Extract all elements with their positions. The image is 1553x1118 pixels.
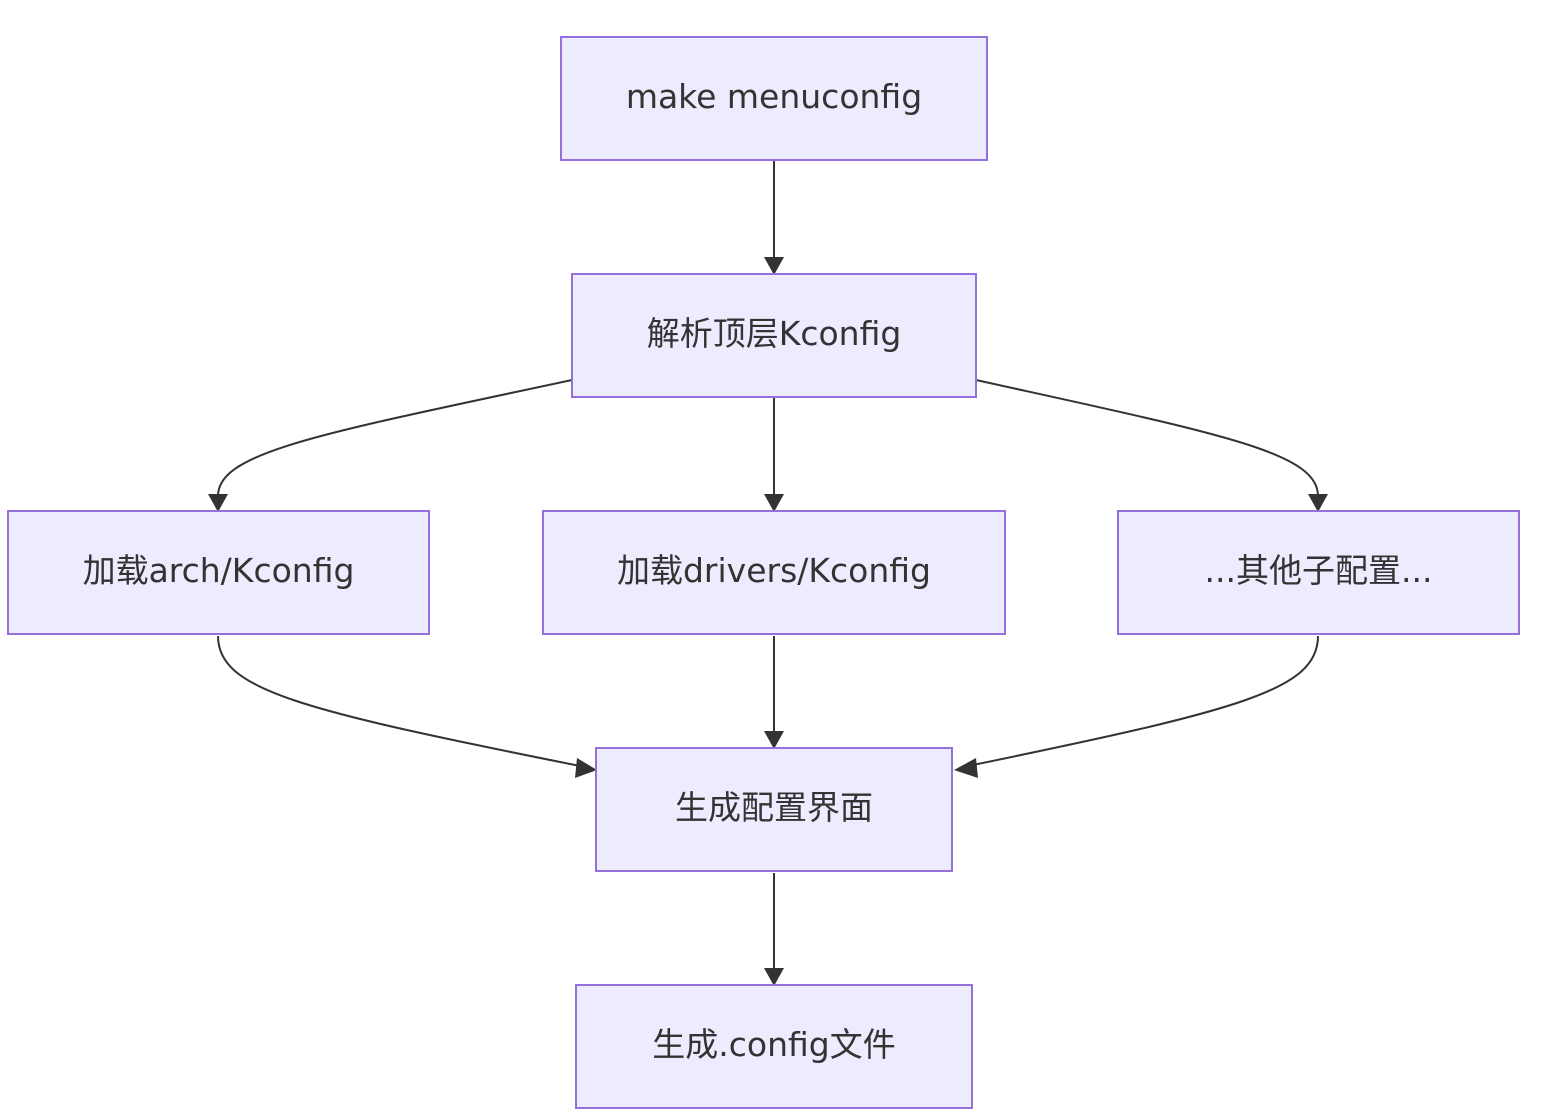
edge-other-sub-configs-to-generate-ui [967, 635, 1319, 767]
edges [208, 161, 1328, 986]
arrow-head [1308, 494, 1328, 512]
arrow-head [764, 968, 784, 986]
arrow-head [954, 758, 978, 778]
arrow-head [764, 494, 784, 512]
edge-parse-to-other-sub-configs [975, 379, 1319, 497]
arrow-head [208, 494, 228, 512]
node-generate-config-file: 生成.config文件 [575, 984, 973, 1109]
arrow-head [575, 758, 597, 778]
node-parse-top-kconfig: 解析顶层Kconfig [571, 273, 977, 398]
arrow-head [764, 257, 784, 275]
node-make-menuconfig: make menuconfig [560, 36, 988, 161]
node-other-sub-configs: ...其他子配置... [1117, 510, 1520, 635]
node-label: 生成.config文件 [652, 1025, 895, 1064]
node-load-drivers-kconfig: 加载drivers/Kconfig [542, 510, 1006, 635]
node-label: 解析顶层Kconfig [647, 314, 902, 353]
node-label: make menuconfig [626, 77, 922, 116]
edge-load-arch-to-generate-ui [217, 635, 581, 767]
node-load-arch-kconfig: 加载arch/Kconfig [7, 510, 430, 635]
arrow-head [764, 731, 784, 749]
node-label: 加载drivers/Kconfig [617, 551, 931, 590]
node-label: ...其他子配置... [1205, 551, 1433, 590]
node-label: 加载arch/Kconfig [83, 551, 355, 590]
node-generate-config-ui: 生成配置界面 [595, 747, 953, 872]
node-label: 生成配置界面 [675, 788, 873, 827]
edge-parse-to-load-arch [217, 379, 573, 497]
